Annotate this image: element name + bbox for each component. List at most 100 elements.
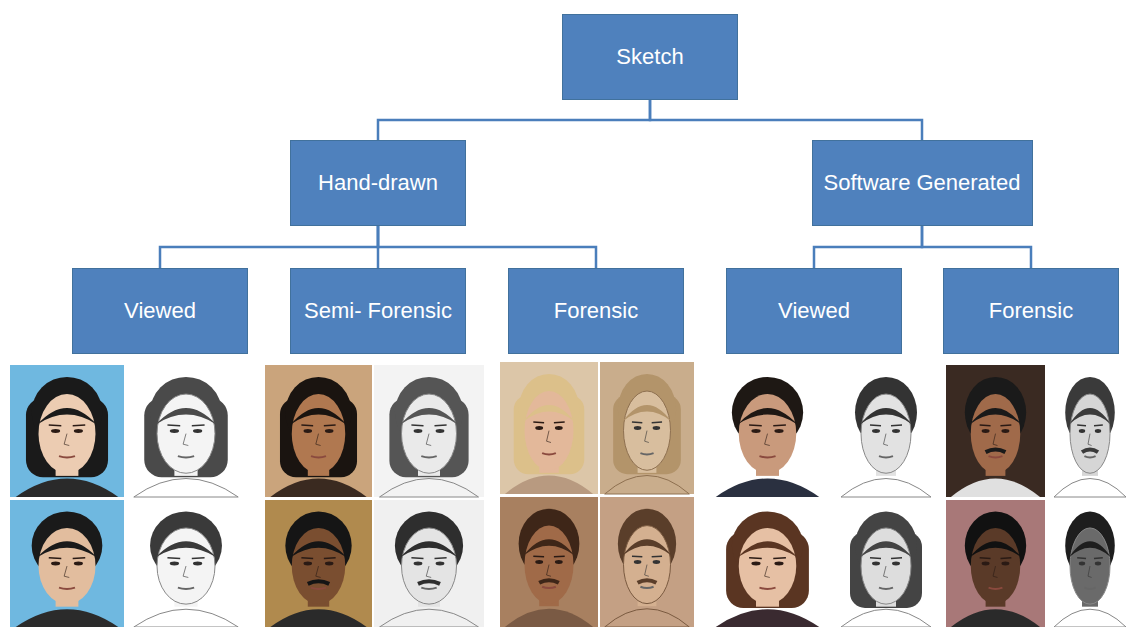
eyebrow — [1077, 557, 1086, 559]
photo-image — [500, 497, 598, 627]
photo-image — [946, 365, 1045, 497]
hair-fringe — [400, 408, 457, 425]
eye — [1001, 429, 1009, 433]
face — [525, 391, 574, 470]
eye — [51, 429, 60, 433]
box-label: Viewed — [116, 296, 204, 326]
eyebrow — [49, 557, 62, 559]
moustache — [308, 581, 329, 584]
mouth — [989, 588, 1003, 589]
image-ground — [10, 365, 124, 497]
photo-image — [10, 365, 124, 497]
mouth — [1084, 588, 1095, 589]
eyebrow — [652, 421, 662, 423]
nose — [645, 565, 649, 577]
hair-fringe — [37, 408, 96, 425]
nose — [993, 434, 997, 446]
mouth — [311, 588, 326, 589]
shoulders — [951, 479, 1040, 497]
shoulders — [605, 609, 690, 627]
image-ground — [946, 365, 1045, 497]
eye — [51, 562, 60, 566]
face — [157, 394, 215, 473]
eye — [1079, 429, 1085, 433]
image-ground — [128, 365, 244, 497]
shoulders — [841, 609, 931, 627]
eyebrow — [167, 424, 180, 426]
category-box: Forensic — [943, 268, 1119, 354]
shoulders — [841, 479, 931, 497]
sketch-image — [374, 500, 484, 627]
eyebrow — [749, 557, 762, 559]
photo-image — [265, 500, 372, 627]
eyebrow — [301, 424, 313, 426]
box-label: Viewed — [770, 296, 858, 326]
mouth — [759, 588, 775, 589]
nose — [426, 566, 431, 577]
mouth — [311, 456, 326, 457]
face — [292, 528, 346, 604]
image-ground — [710, 500, 825, 627]
sketch-image — [1050, 500, 1130, 627]
eye — [1095, 562, 1101, 566]
shoulders — [505, 476, 593, 494]
eyebrow — [554, 421, 565, 423]
eyebrow — [192, 557, 205, 559]
eyebrow — [980, 557, 991, 559]
eye — [1095, 429, 1101, 433]
eyebrow — [870, 424, 881, 426]
eye — [872, 562, 880, 566]
eye — [1079, 562, 1085, 566]
shoulders — [951, 609, 1040, 627]
mouth — [59, 456, 75, 457]
hair-fringe — [291, 541, 347, 557]
hair-fringe — [623, 405, 672, 422]
hair-fringe — [400, 541, 457, 557]
sketch-image — [128, 500, 244, 627]
shoulders — [270, 609, 366, 627]
eye — [304, 429, 313, 433]
nose — [884, 434, 889, 446]
eyebrow — [435, 424, 447, 426]
eye — [872, 429, 880, 433]
photo-image — [946, 500, 1045, 627]
hair-fringe — [738, 408, 798, 425]
eye — [170, 562, 179, 566]
mouth — [759, 456, 775, 457]
mouth — [640, 453, 653, 454]
face — [157, 528, 215, 604]
sketch-image — [836, 365, 936, 497]
hair-fringe — [738, 541, 798, 557]
shoulders — [134, 479, 238, 497]
eye — [304, 562, 313, 566]
tree-connector — [378, 100, 650, 140]
face — [624, 526, 671, 604]
eye — [653, 426, 661, 430]
eyebrow — [192, 424, 205, 426]
sketch-image — [600, 362, 694, 494]
eye — [555, 426, 563, 430]
image-ground — [836, 500, 936, 627]
image-ground — [946, 500, 1045, 627]
eyebrow — [324, 557, 336, 559]
photo-image — [10, 500, 124, 627]
nose — [765, 566, 770, 577]
eye — [414, 562, 423, 566]
photo-image — [710, 500, 825, 627]
image-ground — [10, 500, 124, 627]
mouth — [178, 456, 194, 457]
box-label: Software Generated — [816, 168, 1029, 198]
face — [402, 394, 457, 473]
nose — [64, 566, 69, 577]
eyebrow — [632, 555, 642, 557]
eyebrow — [1000, 424, 1011, 426]
eye — [634, 426, 642, 430]
box-label: Semi- Forensic — [296, 296, 460, 326]
nose — [183, 566, 188, 577]
eye — [436, 562, 445, 566]
shoulders — [270, 479, 366, 497]
face — [39, 528, 96, 604]
face — [39, 394, 96, 473]
root-box: Sketch — [562, 14, 738, 100]
